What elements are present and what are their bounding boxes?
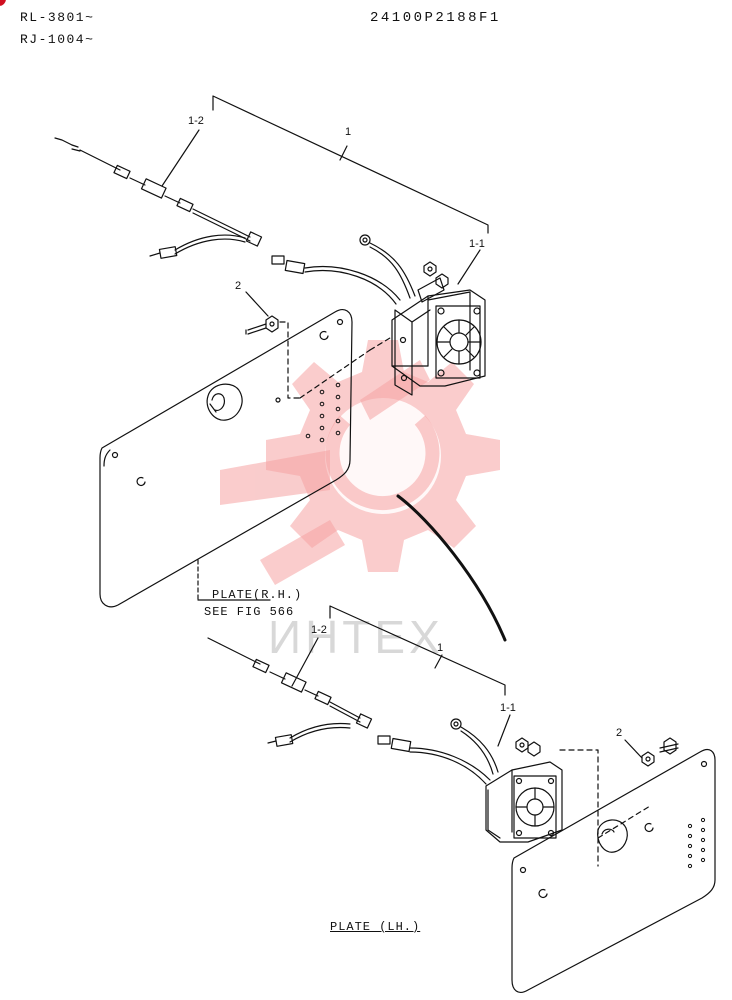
- callout-top-bolt: 2: [235, 280, 242, 292]
- callout-top-sub-1: 1-1: [469, 238, 485, 250]
- watermark-text: ИНТЕХ: [268, 611, 444, 663]
- callout-bottom-bolt: 2: [616, 727, 623, 739]
- model-line-2: RJ-1004~: [20, 32, 95, 47]
- see-fig-label: SEE FIG 566: [204, 605, 295, 619]
- model-line-1: RL-3801~: [20, 10, 95, 25]
- callout-top-sub-2: 1-2: [188, 115, 204, 127]
- plate-rh-label: PLATE(R.H.): [212, 588, 303, 602]
- callout-top-assembly: 1: [345, 126, 352, 138]
- plate-lh-label: PLATE (LH.): [330, 920, 421, 934]
- corner-badge: [0, 0, 6, 6]
- callout-bottom-sub-1: 1-1: [500, 702, 516, 714]
- part-code: 24100P2188F1: [370, 10, 501, 26]
- callout-bottom-sub-2: 1-2: [311, 624, 327, 636]
- callout-bottom-assembly: 1: [437, 642, 444, 654]
